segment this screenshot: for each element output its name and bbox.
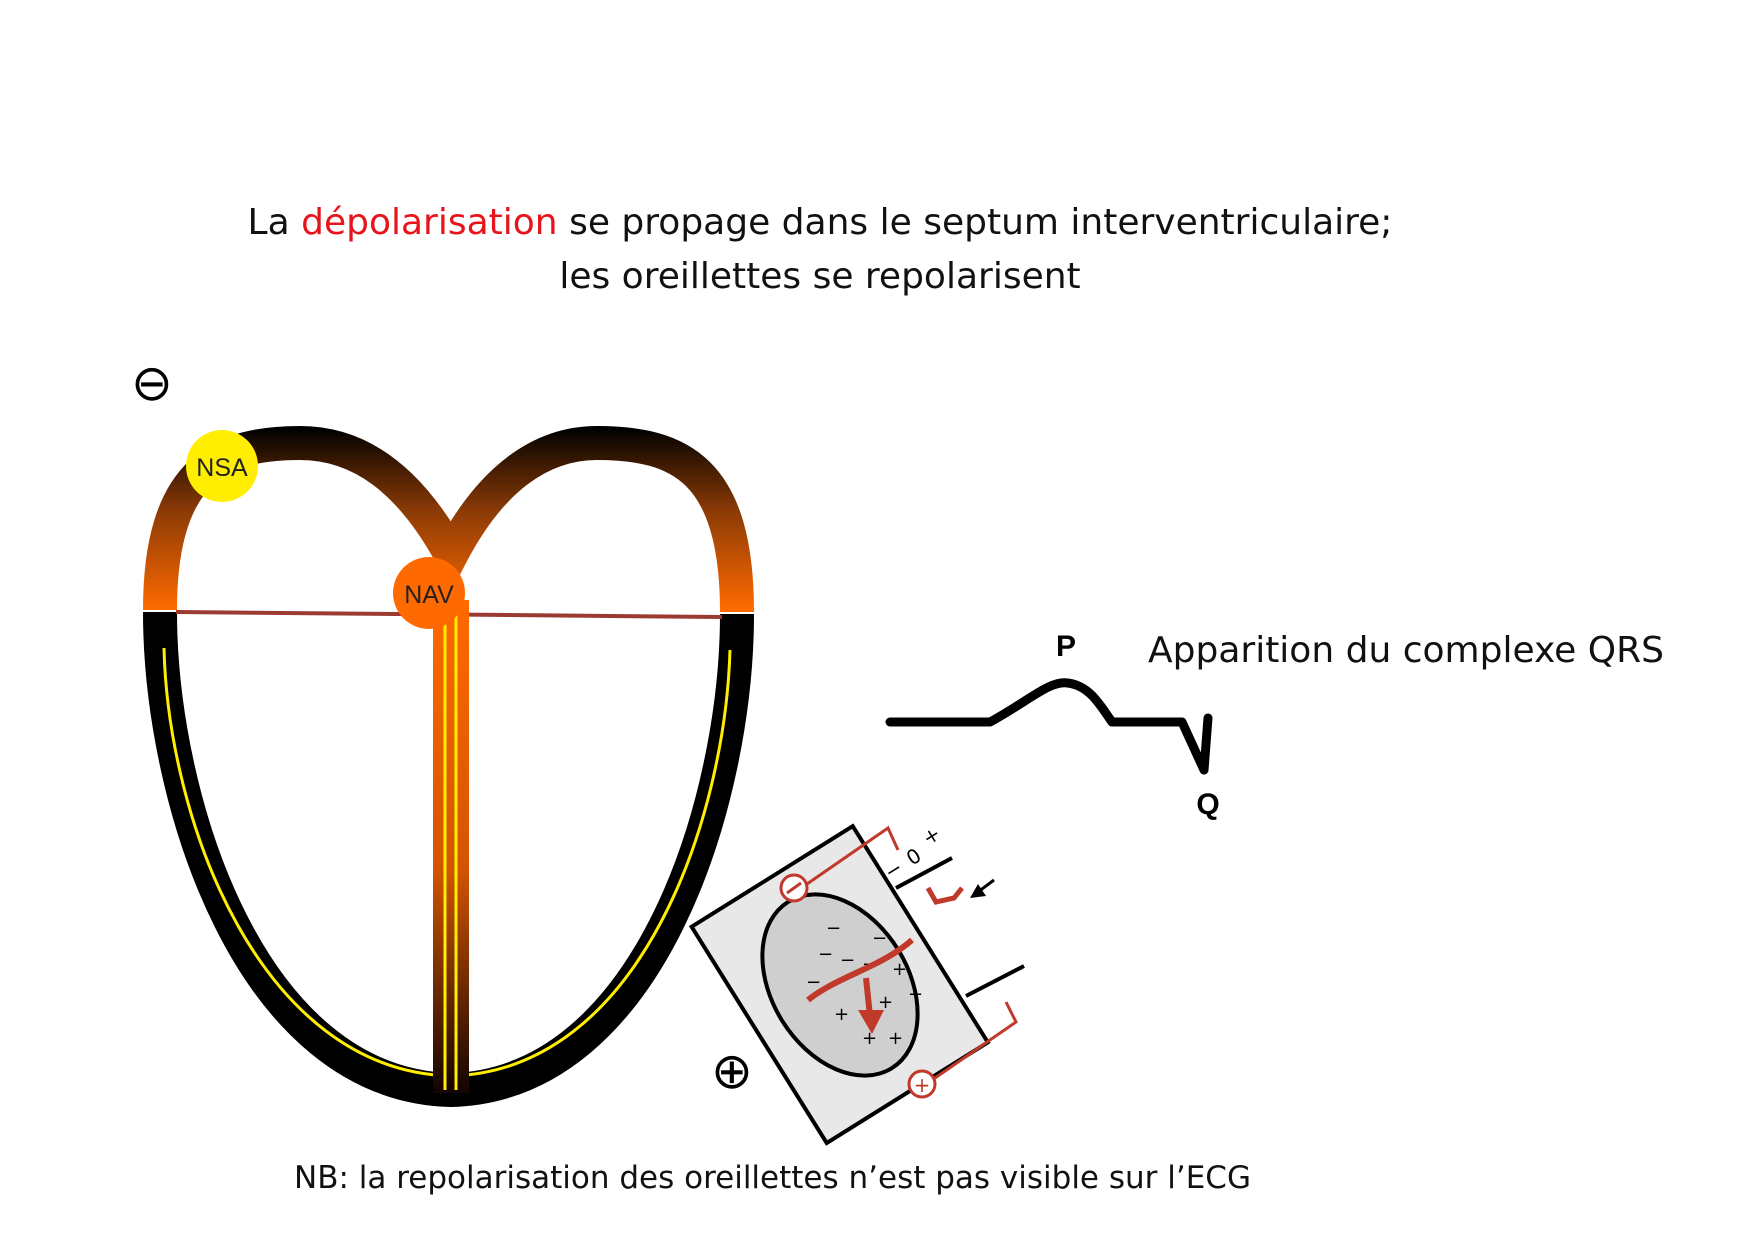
svg-text:+: + [908,984,923,1005]
meter-baseline [895,856,953,890]
positive-electrode-icon: ⊕ [711,1042,753,1100]
sa-node-label: NSA [196,454,248,482]
qrs-caption: Apparition du complexe QRS [1148,630,1664,671]
av-node-label: NAV [404,581,454,609]
svg-text:+: + [888,1028,903,1049]
inset-negative-electrode-mark [786,881,802,895]
pointer-arrow-head [970,884,986,898]
interventricular-septum [433,600,469,1093]
svg-text:+: + [878,992,893,1013]
title-text-end: se propage dans le septum interventricul… [557,202,1393,243]
title-text-start: La [247,202,302,243]
ecg-trace: P Q [885,630,1220,821]
heart-diagram: NSA NAV [143,425,754,1108]
ecg-waveform [885,678,1213,775]
meter-baseline-lower [965,964,1025,998]
q-wave-label: Q [1196,788,1219,821]
dipole-inset: −− −−− − ++ ++ ++ + 0 − + [688,821,1025,1146]
inset-positive-electrode [907,1069,937,1099]
dipole-arrow-head [858,1010,884,1034]
footnote: NB: la repolarisation des oreillettes n’… [294,1160,1251,1196]
inset-positive-electrode-sign: + [914,1073,931,1097]
svg-text:−: − [840,950,855,971]
inset-positive-wire [934,1001,1018,1080]
title-line-1: La dépolarisation se propage dans le sep… [0,196,1640,250]
svg-text:−: − [872,928,887,949]
negative-electrode-icon: ⊖ [131,354,173,412]
svg-text:+: + [862,1028,877,1049]
svg-text:−: − [806,972,821,993]
svg-text:+: + [834,1004,849,1025]
svg-text:+: + [892,959,907,980]
svg-text:−: − [826,918,841,939]
meter-deflection [925,886,964,905]
depolarisation-front [806,937,914,1003]
meter-plus: + [918,821,945,850]
av-node [393,557,465,629]
title-line-2: les oreillettes se repolarisent [559,256,1081,297]
dipole-arrow-shaft [863,977,873,1017]
p-wave-label: P [1056,630,1076,663]
svg-text:−: − [818,944,833,965]
slide-title: La dépolarisation se propage dans le sep… [0,196,1640,304]
title-highlight-depolarisation: dépolarisation [301,202,558,243]
sa-node [186,430,258,502]
inset-negative-wire [806,825,900,886]
meter-zero: 0 [902,843,926,870]
